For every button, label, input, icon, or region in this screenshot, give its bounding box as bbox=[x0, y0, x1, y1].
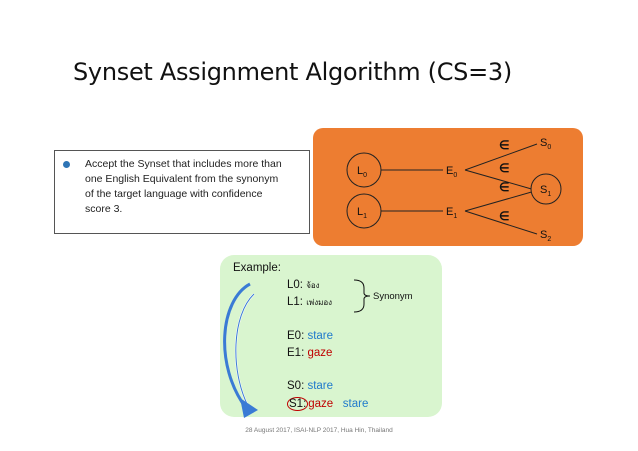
node-L0-circle bbox=[346, 152, 382, 188]
slide-title: Synset Assignment Algorithm (CS=3) bbox=[73, 58, 512, 86]
example-arrows bbox=[223, 282, 258, 418]
example-S0-value: stare bbox=[307, 380, 334, 392]
example-S1: S1:gaze stare bbox=[287, 397, 368, 411]
example-E1-value: gaze bbox=[307, 347, 333, 359]
example-E0: E0: stare bbox=[287, 330, 333, 342]
example-L1: L1: เพ่งมอง bbox=[287, 296, 332, 309]
example-E1: E1: gaze bbox=[287, 347, 332, 359]
example-L1-thai: เพ่งมอง bbox=[306, 298, 333, 307]
example-E0-value: stare bbox=[307, 330, 334, 342]
arrow-head bbox=[240, 398, 258, 418]
example-panel bbox=[220, 255, 442, 417]
member-symbol: ∈ bbox=[499, 180, 509, 194]
node-E1: E1 bbox=[446, 206, 457, 220]
brace-icon bbox=[353, 279, 371, 313]
node-L0: L0 bbox=[357, 165, 367, 179]
synonym-label: Synonym bbox=[373, 291, 413, 302]
bullet-line: score 3. bbox=[85, 203, 123, 215]
example-S0-label: S0: bbox=[287, 380, 308, 392]
member-symbol: ∈ bbox=[499, 138, 509, 152]
member-symbol: ∈ bbox=[499, 209, 509, 223]
edge-E1-S1 bbox=[464, 190, 536, 212]
node-S0: S0 bbox=[540, 137, 551, 151]
node-S1: S1 bbox=[540, 184, 551, 198]
bullet-dot bbox=[63, 161, 70, 168]
slide-footer: 28 August 2017, ISAI-NLP 2017, Hua Hin, … bbox=[245, 427, 393, 434]
member-symbol: ∈ bbox=[499, 161, 509, 175]
node-L1: L1 bbox=[357, 206, 367, 220]
node-E0: E0 bbox=[446, 165, 457, 179]
synset-diagram: L0 L1 E0 E1 ∈ ∈ ∈ ∈ S0 S1 S2 bbox=[346, 137, 562, 243]
bullet-text: Accept the Synset that includes more tha… bbox=[85, 157, 307, 217]
example-E0-label: E0: bbox=[287, 330, 308, 342]
node-L1-circle bbox=[346, 193, 382, 229]
example-S0: S0: stare bbox=[287, 380, 333, 392]
example-E1-label: E1: bbox=[287, 347, 308, 359]
edge-E0-S0 bbox=[464, 143, 538, 171]
bullet-line: of the target language with confidence bbox=[85, 188, 263, 200]
curved-arrow-inner-blue bbox=[235, 293, 255, 407]
curved-arrow-outer bbox=[223, 282, 251, 409]
synonym-brace bbox=[353, 279, 371, 313]
node-S2: S2 bbox=[540, 229, 551, 243]
curved-arrow-inner bbox=[234, 293, 255, 407]
example-S1-value-gaze: gaze bbox=[308, 398, 334, 410]
example-L0-label: L0: bbox=[287, 279, 307, 291]
edge-E1-S2 bbox=[464, 210, 538, 235]
example-S1-value-stare: stare bbox=[342, 398, 369, 410]
bullet-line: Accept the Synset that includes more tha… bbox=[85, 158, 282, 170]
bullet-line: one English Equivalent from the synonym bbox=[85, 173, 279, 185]
example-L1-label: L1: bbox=[287, 296, 307, 308]
example-heading: Example: bbox=[233, 262, 281, 274]
example-L0: L0: จ้อง bbox=[287, 279, 320, 292]
example-S1-label: S1: bbox=[287, 397, 309, 411]
edge-E0-S1 bbox=[464, 169, 536, 191]
example-L0-thai: จ้อง bbox=[306, 281, 320, 290]
bullet-box: Accept the Synset that includes more tha… bbox=[54, 150, 310, 234]
node-S1-circle bbox=[530, 173, 562, 205]
